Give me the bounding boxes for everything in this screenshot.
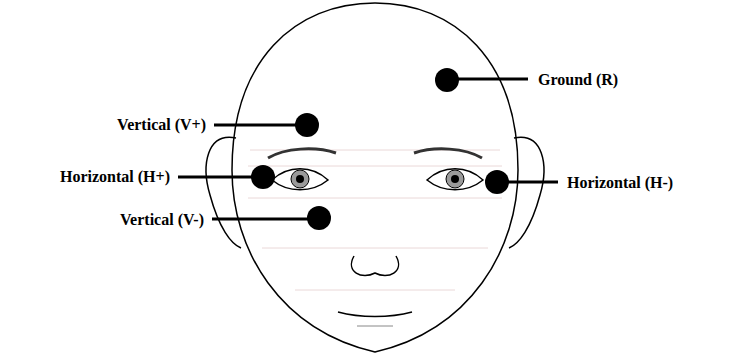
leader-line: [178, 176, 263, 179]
electrode-label: Horizontal (H-): [567, 173, 673, 192]
guide-line: [295, 290, 455, 291]
right-ear: [509, 137, 544, 248]
left-eye: [272, 169, 328, 190]
electrode-label: Vertical (V-): [120, 210, 204, 229]
electrode-dot: [485, 170, 509, 194]
head-outline: [232, 3, 518, 352]
electrode-dot: [251, 165, 275, 189]
leader-lines: [178, 79, 558, 219]
lower-lip: [357, 326, 393, 327]
electrodes: [251, 68, 509, 230]
right-eyebrow: [414, 149, 482, 158]
nose: [351, 256, 398, 276]
guide-line: [262, 248, 488, 249]
mouth: [338, 312, 412, 317]
guide-line: [248, 198, 502, 199]
right-eye: [427, 169, 483, 190]
leader-line: [447, 78, 528, 81]
electrode-label: Vertical (V+): [117, 115, 206, 134]
electrode-dot: [295, 113, 319, 137]
electrode-dot: [435, 68, 459, 92]
guide-line: [248, 166, 502, 167]
leader-line: [212, 218, 319, 221]
electrode-dot: [307, 206, 331, 230]
left-ear: [206, 137, 241, 248]
left-eyebrow: [268, 149, 336, 158]
electrode-label: Ground (R): [538, 70, 618, 89]
electrode-label: Horizontal (H+): [60, 167, 170, 186]
leader-line: [214, 124, 307, 127]
